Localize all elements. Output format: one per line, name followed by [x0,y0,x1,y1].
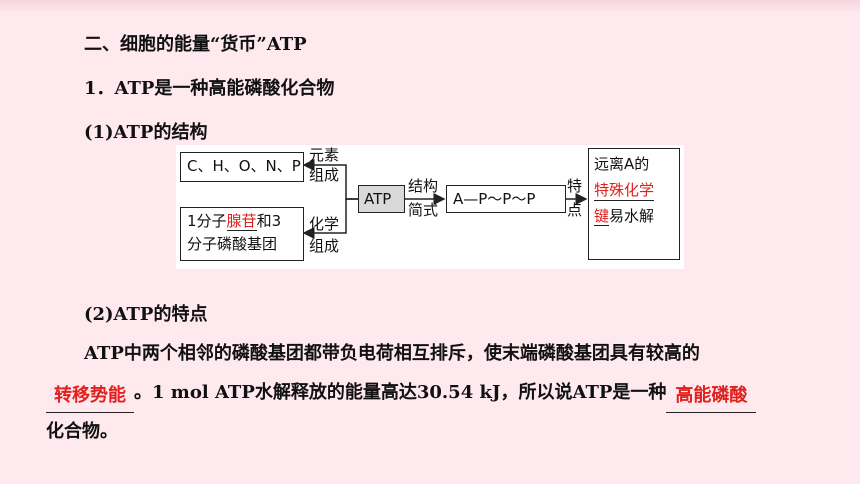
composition-box: 1分子腺苷和3 分子磷酸基团 [180,207,304,261]
atp-box: ATP [358,185,405,213]
top-band [0,0,860,12]
composition-line-1: 1分子腺苷和3 [187,212,281,231]
paragraph-line-2-text: 。1 mol ATP水解释放的能量高达30.54 kJ，所以说ATP是一种 [134,382,667,403]
blank-1-answer: 转移势能 [54,385,126,406]
comp-suffix: 和3 [256,212,282,230]
formula-label-1: 结构 [408,177,439,195]
feature-line-3: 键易水解 [594,207,654,226]
formula-text: A—P～P～P [453,190,536,208]
element-label-1: 元素 [309,146,340,164]
atp-structure-diagram: C、H、O、N、P 元素 组成 1分子腺苷和3 分子磷酸基团 化学 组成 ATP… [176,145,684,269]
paragraph-line-2: 转移势能。1 mol ATP水解释放的能量高达30.54 kJ，所以说ATP是一… [46,373,757,413]
features-heading: (2)ATP的特点 [84,304,208,325]
section-heading: 二、细胞的能量“货币”ATP [84,34,307,55]
blank-1: 转移势能 [46,385,134,413]
atp-text: ATP [364,190,392,208]
structure-heading: (1)ATP的结构 [84,122,208,143]
paragraph-line-3: 化合物。 [46,421,118,442]
formula-box: A—P～P～P [446,185,566,213]
feature-answer-1: 特殊化学 [594,181,655,201]
formula-label-2: 简式 [408,201,439,219]
chem-label-1: 化学 [309,215,340,233]
arrow-to-composition [302,198,358,239]
feature-box: 远离A的 特殊化学 键易水解 [588,148,680,260]
blank-2-answer: 高能磷酸 [675,385,748,406]
blank-2: 高能磷酸 [666,385,757,413]
feature-answer-2: 键 [594,207,610,226]
feature-label-1: 特 [567,177,583,195]
feature-line-1: 远离A的 [594,155,650,173]
chem-label-2: 组成 [309,237,340,255]
composition-line-2: 分子磷酸基团 [187,235,278,253]
subsection-heading: 1．ATP是一种高能磷酸化合物 [84,78,335,99]
comp-prefix: 1分子 [187,212,227,230]
feature-label-2: 点 [567,201,583,219]
elements-box: C、H、O、N、P [180,152,304,182]
diagram-arrows [302,159,588,239]
elements-text: C、H、O、N、P [187,157,301,175]
element-label-2: 组成 [309,166,340,184]
paragraph-line-1: ATP中两个相邻的磷酸基团都带负电荷相互排斥，使末端磷酸基团具有较高的 [84,343,700,364]
feature-suffix: 易水解 [609,207,655,225]
comp-answer-adenosine: 腺苷 [226,212,257,231]
